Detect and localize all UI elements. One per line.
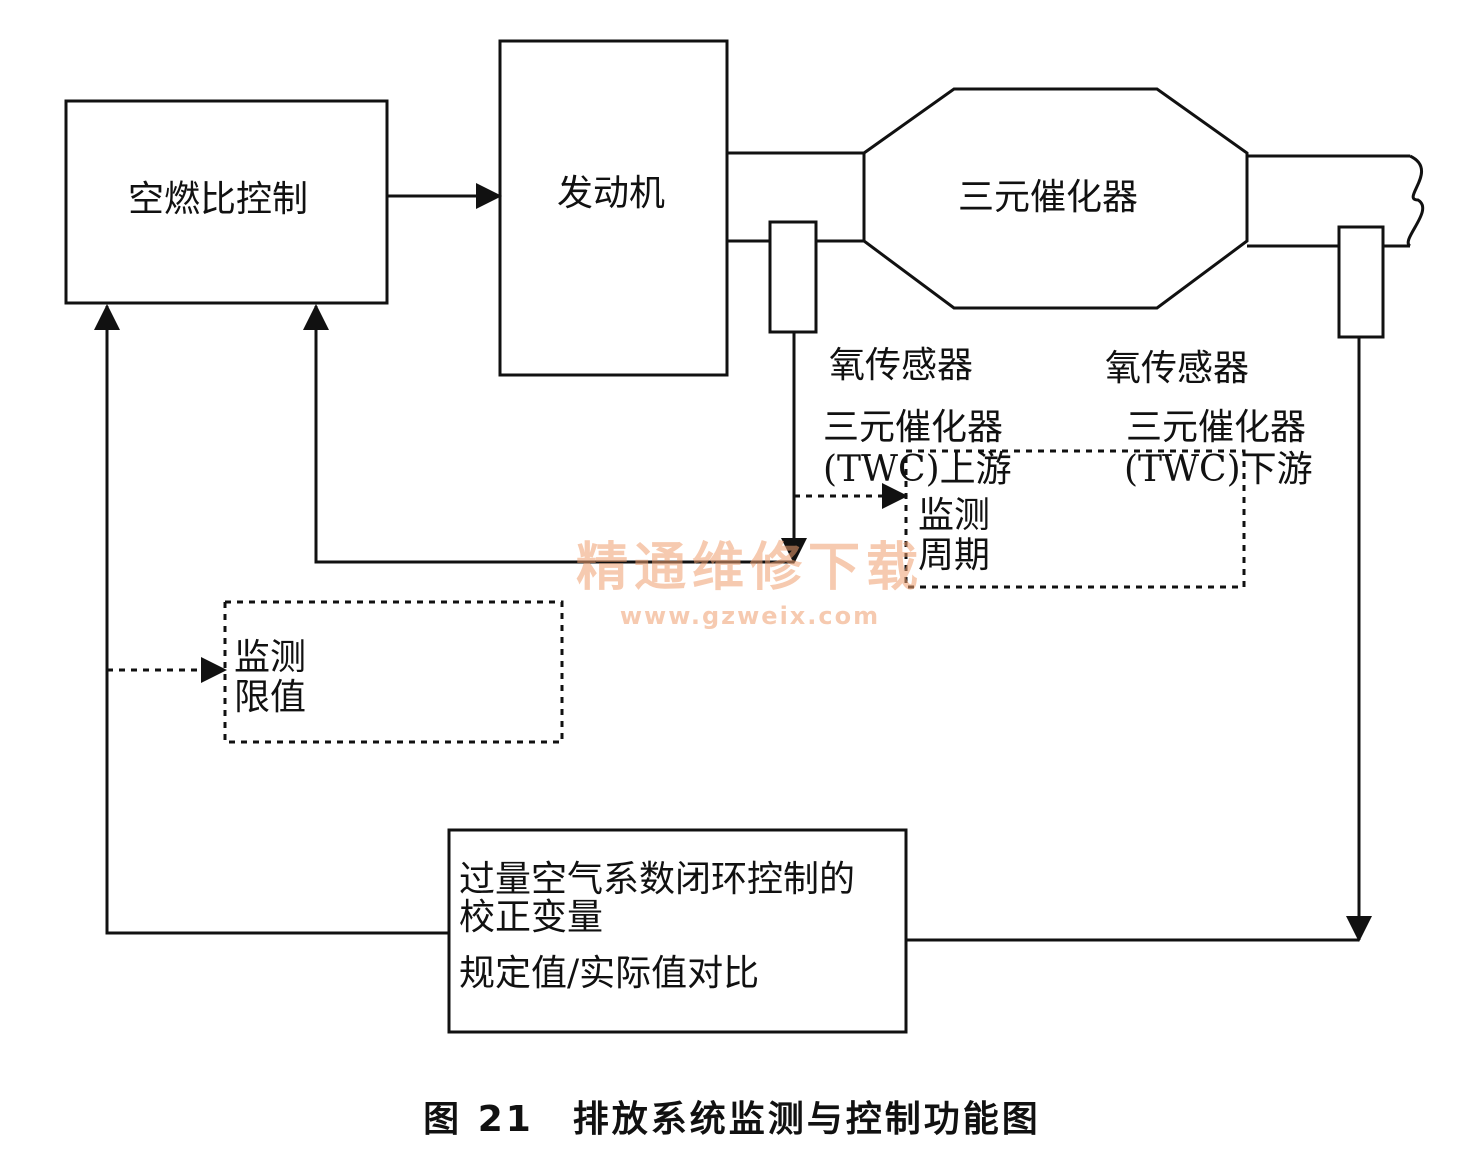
watermark-text: 精通维修下载 xyxy=(575,538,924,598)
o2-upstream-line1: 三元催化器 xyxy=(823,407,1004,448)
figure-caption: 图 21 排放系统监测与控制功能图 xyxy=(423,1099,1041,1140)
monitor-cycle-box xyxy=(904,449,1246,589)
correction-box xyxy=(447,828,908,1034)
catalyst-label: 三元催化器 xyxy=(958,177,1139,218)
pipe-end-cut xyxy=(1406,154,1425,248)
o2-sensor-upstream xyxy=(768,220,818,334)
o2-upstream-title: 氧传感器 xyxy=(829,345,974,386)
watermark: 精通维修下载 www.gzweix.com xyxy=(540,525,960,630)
correction-line3: 规定值/实际值对比 xyxy=(459,953,760,994)
correction-feedback-line xyxy=(94,304,449,935)
engine-label: 发动机 xyxy=(557,173,666,214)
monitor-limit-line2: 限值 xyxy=(234,677,307,718)
catalyst-body xyxy=(862,87,1249,310)
watermark-url: www.gzweix.com xyxy=(619,602,881,630)
o2-downstream-title: 氧传感器 xyxy=(1105,348,1250,389)
correction-line2: 校正变量 xyxy=(459,897,604,938)
monitor-cycle-line1: 监测 xyxy=(918,495,991,536)
afr-control-label: 空燃比控制 xyxy=(128,179,309,220)
o2-sensor-downstream xyxy=(1337,225,1385,339)
o2-downstream-line1: 三元催化器 xyxy=(1126,407,1307,448)
monitor-limit-line1: 监测 xyxy=(234,637,307,678)
o2-downstream-line2: (TWC)下游 xyxy=(1124,449,1313,490)
correction-line1: 过量空气系数闭环控制的 xyxy=(459,859,856,900)
afr-control-box xyxy=(64,99,389,305)
upstream-feedback-line xyxy=(303,304,794,564)
o2-upstream-line2: (TWC)上游 xyxy=(823,449,1012,490)
monitor-cycle-line2: 周期 xyxy=(918,535,991,576)
